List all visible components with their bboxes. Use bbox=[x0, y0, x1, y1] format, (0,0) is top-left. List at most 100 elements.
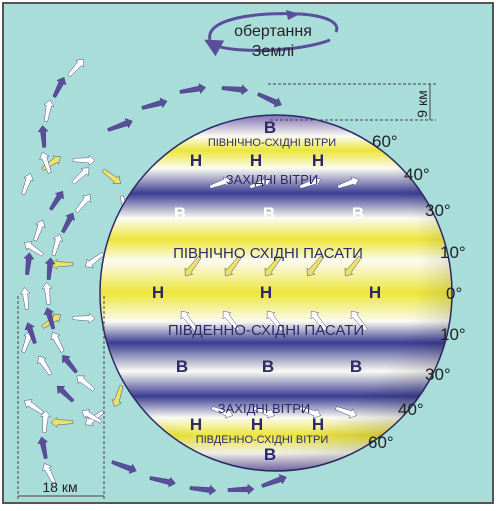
wind-arrow-icon bbox=[211, 406, 233, 419]
circulation-arrow-icon bbox=[39, 151, 52, 174]
circulation-arrow-icon bbox=[149, 476, 176, 488]
circulation-arrow-icon bbox=[21, 173, 34, 196]
belt-north-trades: ПІВНІЧНО СХІДНІ ПАСАТИ bbox=[173, 245, 363, 262]
circulation-arrow-icon bbox=[19, 287, 31, 310]
circulation-arrow-icon bbox=[67, 58, 84, 77]
belt-south-trades: ПІВДЕННО-СХІДНІ ПАСАТИ bbox=[168, 322, 364, 339]
wind-arrow-icon bbox=[344, 255, 362, 277]
circulation-arrow-icon bbox=[71, 167, 90, 185]
lat-eq: 0° bbox=[446, 284, 462, 303]
dimension-top-label: 9 км bbox=[414, 90, 430, 117]
wind-arrow-icon bbox=[224, 255, 242, 277]
circulation-arrow-icon bbox=[50, 416, 74, 428]
circulation-arrow-icon bbox=[257, 92, 282, 108]
wind-arrow-icon bbox=[222, 310, 240, 332]
circulation-arrow-icon bbox=[107, 118, 133, 132]
rotation-label-line1: обертання bbox=[234, 23, 312, 40]
pressure-n60-3: Н bbox=[312, 151, 324, 170]
pressure-s60-3: Н bbox=[312, 415, 324, 434]
globe bbox=[99, 114, 453, 472]
circulation-arrow-icon bbox=[52, 76, 67, 98]
pressure-s60-2: Н bbox=[251, 415, 263, 434]
wind-arrow-icon bbox=[299, 406, 321, 419]
circulation-arrow-icon bbox=[62, 354, 78, 374]
surface-winds bbox=[180, 176, 368, 419]
pressure-eq-2: Н bbox=[260, 283, 272, 302]
dimension-top bbox=[268, 83, 436, 121]
circulation-arrow-icon bbox=[33, 219, 46, 242]
dimension-bottom-label: 18 км bbox=[42, 479, 77, 495]
pressure-s30-1: В bbox=[176, 357, 188, 376]
wind-arrow-icon bbox=[350, 310, 368, 332]
belt-south-wind: ПІВДЕННО-СХІДНІ ВІТРИ bbox=[196, 434, 329, 446]
circulation-arrow-icon bbox=[37, 355, 53, 376]
pressure-n60-2: Н bbox=[250, 151, 262, 170]
lat-n10: 10° bbox=[440, 243, 466, 262]
circulation-arrow-icon bbox=[44, 257, 56, 280]
pressure-n30-2: В bbox=[263, 204, 275, 223]
wind-arrow-icon bbox=[249, 176, 271, 189]
circulation-arrow-icon bbox=[72, 154, 96, 166]
circulation-arrow-icon bbox=[41, 282, 53, 305]
rotation-label-line2: Землі bbox=[252, 43, 294, 60]
wind-arrow-icon bbox=[184, 255, 202, 277]
circulation-arrow-icon bbox=[51, 233, 64, 256]
lat-s40: 40° bbox=[398, 400, 424, 419]
wind-arrow-icon bbox=[299, 176, 321, 189]
circulation-arrow-icon bbox=[72, 312, 96, 324]
circulation-arrow-icon bbox=[49, 190, 64, 211]
circulation-arrow-icon bbox=[189, 484, 217, 496]
pressure-s30-2: В bbox=[262, 357, 274, 376]
wind-arrow-icon bbox=[310, 310, 328, 332]
pressure-south-pole: В bbox=[264, 445, 276, 464]
circulation-arrow-icon bbox=[74, 194, 91, 213]
pressure-eq-1: Н bbox=[152, 283, 164, 302]
circulation-arrow-icon bbox=[179, 83, 206, 94]
circulation-arrow-icon bbox=[221, 84, 249, 96]
circulation-arrow-icon bbox=[37, 436, 49, 460]
circulation-arrow-icon bbox=[56, 385, 75, 403]
lat-s30: 30° bbox=[425, 365, 451, 384]
circulation-arrow-icon bbox=[37, 125, 49, 148]
circulation-arrow-icon bbox=[101, 168, 121, 185]
belt-north-westerlies: ЗАХІДНІ ВІТРИ bbox=[226, 172, 318, 187]
pressure-n30-1: В bbox=[174, 204, 186, 223]
curved-rotation-arrow-icon bbox=[204, 10, 339, 57]
belt-north-wind: ПІВНІЧНО-СХІДНІ ВІТРИ bbox=[208, 137, 336, 149]
dimension-bottom bbox=[17, 296, 105, 500]
circulation-arrow-icon bbox=[76, 375, 96, 392]
circulation-arrow-icon bbox=[227, 483, 255, 495]
pressure-n30-3: В bbox=[352, 204, 364, 223]
lat-s60: 60° bbox=[368, 433, 394, 452]
wind-arrow-icon bbox=[337, 176, 359, 189]
circulation-arrow-icon bbox=[61, 212, 75, 234]
circulation-arrow-icon bbox=[50, 331, 65, 353]
circulation-arrow-icon bbox=[81, 409, 103, 424]
circulation-arrow-icon bbox=[261, 474, 287, 488]
wind-arrow-icon bbox=[335, 406, 357, 419]
circulation-arrow-icon bbox=[50, 258, 74, 270]
pressure-s30-3: В bbox=[350, 357, 362, 376]
circulation-arrow-icon bbox=[24, 399, 44, 415]
circulation-arrow-icon bbox=[43, 307, 56, 330]
wind-arrow-icon bbox=[306, 255, 324, 277]
circulation-arrow-icon bbox=[141, 97, 168, 110]
circulation-arrow-icon bbox=[24, 322, 37, 345]
circulation-arrow-icon bbox=[43, 99, 55, 123]
wind-arrow-icon bbox=[209, 176, 231, 189]
wind-arrow-icon bbox=[264, 255, 282, 277]
circulation-arrow-icon bbox=[24, 241, 44, 257]
circulation-arrow-icon bbox=[40, 410, 51, 433]
lat-n40: 40° bbox=[404, 165, 430, 184]
belt-south-westerlies: ЗАХІДНІ ВІТРИ bbox=[218, 401, 310, 416]
circulation-arrow-icon bbox=[23, 252, 35, 275]
pressure-eq-3: Н bbox=[369, 283, 381, 302]
circulation-arrow-icon bbox=[42, 463, 56, 485]
wind-arrow-icon bbox=[266, 310, 284, 332]
pressure-n60-1: Н bbox=[190, 151, 202, 170]
lat-n30: 30° bbox=[425, 201, 451, 220]
pressure-north-pole: В bbox=[264, 118, 276, 137]
circulation-arrow-icon bbox=[111, 460, 137, 474]
